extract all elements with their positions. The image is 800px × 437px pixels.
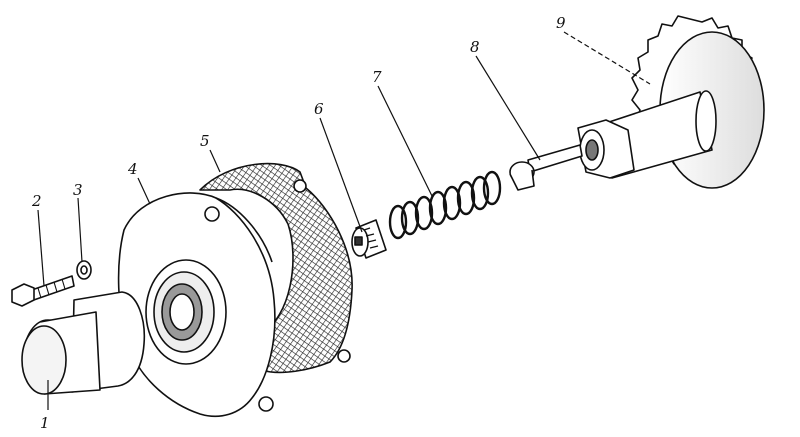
leader-9 (563, 31, 651, 85)
callout-5: 5 (200, 132, 210, 150)
part-2-bolt (11, 275, 75, 307)
callout-9: 9 (556, 14, 566, 32)
part-8-valve-stem (509, 144, 583, 191)
callout-6: 6 (314, 100, 324, 118)
leader-7 (377, 85, 433, 197)
part-3-washer (76, 260, 92, 280)
part-1-bushing (21, 291, 146, 395)
callout-3: 3 (73, 181, 83, 199)
callout-4: 4 (127, 160, 138, 178)
leader-5 (209, 149, 221, 173)
callout-7: 7 (372, 68, 382, 86)
callout-2: 2 (31, 192, 42, 210)
part-5-gasket (199, 162, 353, 374)
leader-3 (77, 197, 83, 263)
part-9-gear (577, 15, 765, 189)
leader-8 (475, 55, 541, 161)
part-4-cover (117, 192, 276, 418)
leader-4 (137, 177, 151, 205)
callout-labels: 1 2 3 4 5 6 7 8 9 (31, 14, 566, 432)
part-7-spring (388, 170, 502, 240)
callout-8: 8 (470, 38, 480, 56)
leader-6 (319, 117, 363, 233)
leader-lines (37, 31, 651, 410)
callout-1: 1 (40, 414, 50, 432)
leader-2 (37, 209, 45, 287)
part-6-plug (351, 219, 387, 259)
